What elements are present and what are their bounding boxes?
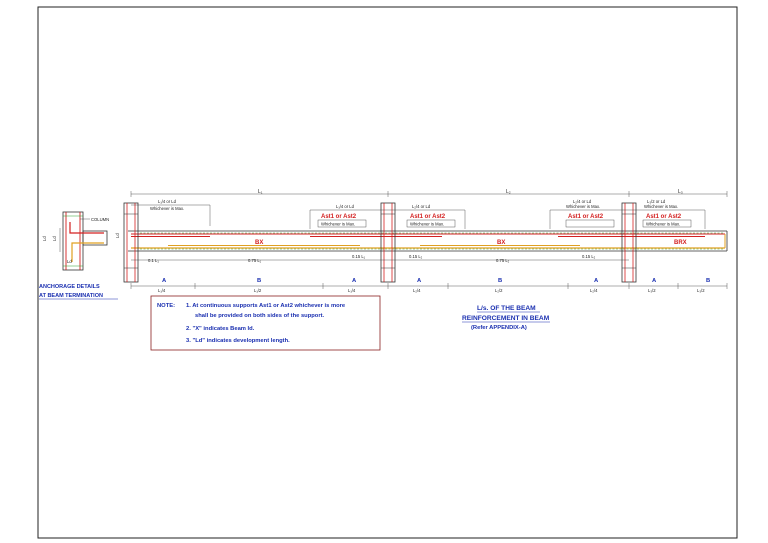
anchorage-detail: COLUMN Ld Ld Ld ANCHORAGE DETAILS AT BEA… xyxy=(39,211,118,300)
span1-len-right: L₁/4 xyxy=(348,288,356,293)
beam-title-line1: L/s. OF THE BEAM xyxy=(477,305,536,312)
anchorage-top-bar xyxy=(69,222,104,234)
span1-right-top-note: Whichever is Max. xyxy=(321,222,355,227)
span2-right-note-box xyxy=(565,219,615,228)
span2-bottom-right: 0.15 L₂ xyxy=(582,254,596,259)
anchorage-title-1: ANCHORAGE DETAILS xyxy=(39,284,100,290)
anchorage-bottom-bar xyxy=(71,242,104,262)
beam-title: L/s. OF THE BEAM REINFORCEMENT IN BEAM (… xyxy=(462,305,550,331)
support-column xyxy=(380,202,396,283)
span3-top-dim: L₃/2 or Ld xyxy=(647,199,666,204)
span3-note-box xyxy=(642,219,692,228)
span2-steel-label-left: Ast1 or Ast2 xyxy=(410,214,446,220)
beam-label-span1: BX xyxy=(255,240,263,246)
span2-len-left: L₂/4 xyxy=(413,288,421,293)
anchorage-ld-side: Ld xyxy=(52,236,57,241)
beam-elevation: Ld BX BX BRX xyxy=(115,202,728,283)
bottom-dimensions: 0.1 L₁ 0.75 L₁ 0.15 L₁ 0.15 L₂ 0.75 L₂ 0… xyxy=(130,254,728,293)
span3-steel-label: Ast1 or Ast2 xyxy=(646,214,682,220)
support-1 xyxy=(123,202,139,283)
span1-steel-label: Ast1 or Ast2 xyxy=(321,214,357,220)
span1-left-top-note: Whichever is Max. xyxy=(150,206,184,211)
span3-length-label: L₃ xyxy=(678,189,683,195)
span1-bottom-mid: 0.75 L₁ xyxy=(248,258,262,263)
note-item-1-cont: shall be provided on both sides of the s… xyxy=(195,313,325,319)
span3-len-left: L₃/2 xyxy=(648,288,656,293)
beam-label-span3: BRX xyxy=(674,240,687,246)
support-3 xyxy=(621,202,637,283)
span1-bottom-right: 0.15 L₁ xyxy=(352,254,366,259)
span2-right-top-note: Whichever is Max. xyxy=(566,204,600,209)
beam-label-span2: BX xyxy=(497,240,505,246)
span3-top-note-upper: Whichever is Max. xyxy=(644,204,678,209)
span2-len-right: L₂/4 xyxy=(590,288,598,293)
anchorage-column-label: COLUMN xyxy=(91,217,109,222)
column-depth-label: Ld xyxy=(115,233,120,238)
span1-len-mid: L₁/2 xyxy=(254,288,262,293)
notes-heading: NOTE: xyxy=(157,303,175,309)
span3-zone-left: A xyxy=(652,278,657,284)
span1-zone-left: A xyxy=(162,278,167,284)
span1-left-top-dim: L₁/4 or Ld xyxy=(158,199,177,204)
span1-zone-right: A xyxy=(352,278,357,284)
anchorage-ld-top: Ld xyxy=(42,236,47,241)
span2-left-top-dim: L₂/4 or Ld xyxy=(412,204,431,209)
sheet-border xyxy=(37,6,738,539)
note-item-3: 3. "Ld" indicates development length. xyxy=(186,338,290,344)
span2-zone-mid: B xyxy=(498,278,502,284)
span2-right-top-dim: L₂/4 or Ld xyxy=(573,199,592,204)
span3-top-note: Whichever is Max. xyxy=(646,222,680,227)
span1-len-left: L₁/4 xyxy=(158,288,166,293)
span1-bottom-left: 0.1 L₁ xyxy=(148,258,159,263)
top-dimensions: L₁ L₂ L₃ L₁/4 or Ld Whichever is Max. L₁… xyxy=(130,189,728,229)
notes-box: NOTE: 1. At continuous supports Ast1 or … xyxy=(150,295,381,351)
span1-right-top-dim: L₁/4 or Ld xyxy=(336,204,355,209)
support-column xyxy=(123,202,139,283)
anchorage-ld-bottom: Ld xyxy=(67,259,72,264)
support-2 xyxy=(380,202,396,283)
beam-title-line2: REINFORCEMENT IN BEAM xyxy=(462,315,550,322)
span1-zone-mid: B xyxy=(257,278,261,284)
anchorage-beam-stub xyxy=(82,230,108,246)
support-column xyxy=(621,202,637,283)
anchorage-title-2: AT BEAM TERMINATION xyxy=(39,293,103,299)
beam-title-line3: (Refer APPENDIX-A) xyxy=(471,325,527,331)
span2-len-mid: L₂/2 xyxy=(495,288,503,293)
span2-left-top-note: Whichever is Max. xyxy=(410,222,444,227)
span2-zone-right: A xyxy=(594,278,599,284)
notes-frame xyxy=(150,295,381,351)
span2-length-label: L₂ xyxy=(506,189,511,195)
note-item-2: 2. "X" indicates Beam Id. xyxy=(186,326,255,332)
span2-bottom-mid: 0.75 L₂ xyxy=(496,258,510,263)
span2-steel-label-right: Ast1 or Ast2 xyxy=(568,214,604,220)
span2-left-note-box xyxy=(406,219,456,228)
span3-len-right: L₃/2 xyxy=(697,288,705,293)
span2-bottom-left: 0.15 L₂ xyxy=(409,254,423,259)
note-item-1: 1. At continuous supports Ast1 or Ast2 w… xyxy=(186,303,346,309)
span1-length-label: L₁ xyxy=(258,189,263,195)
span2-zone-left: A xyxy=(417,278,422,284)
span1-right-note-box xyxy=(317,219,367,228)
span3-zone-right: B xyxy=(706,278,710,284)
